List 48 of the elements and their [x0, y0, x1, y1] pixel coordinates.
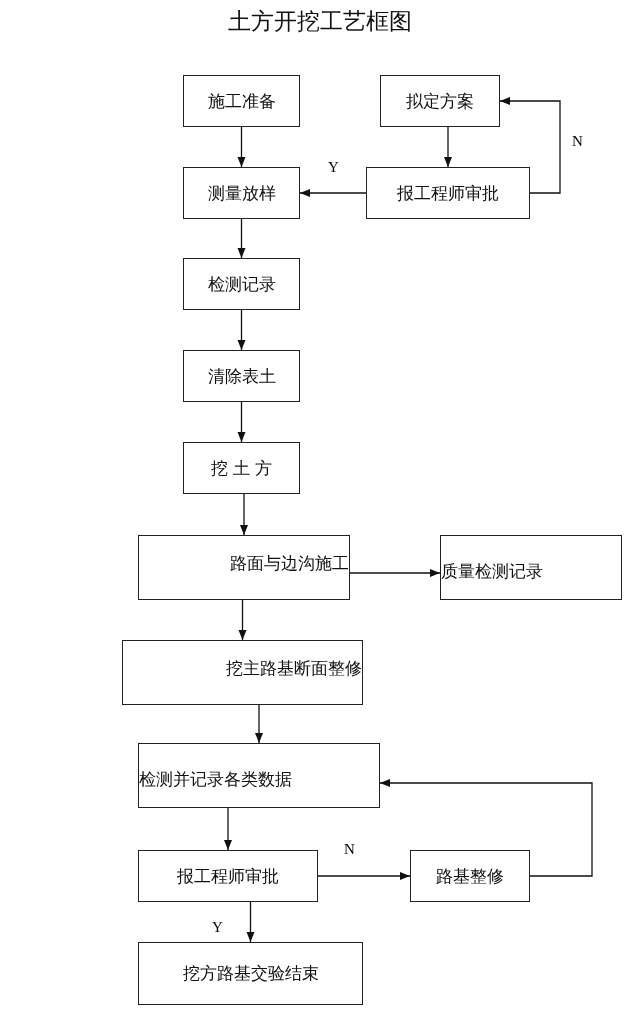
process-box: [138, 850, 318, 902]
edge-label: N: [344, 842, 355, 857]
process-box: [380, 75, 500, 127]
process-box: [138, 535, 350, 600]
arrow: [499, 96, 561, 194]
edge-label: Y: [328, 160, 339, 175]
arrow: [299, 188, 367, 198]
process-box: [183, 442, 300, 494]
arrow: [254, 704, 264, 744]
arrow: [237, 218, 246, 259]
arrow: [317, 871, 411, 881]
step-text: 检测并记录各类数据: [139, 768, 292, 791]
diagram-title: 土方开挖工艺框图: [228, 8, 412, 34]
arrow: [237, 401, 246, 443]
edge-label: Y: [212, 920, 223, 935]
arrow: [443, 126, 453, 168]
step-text: 路面与边沟施工: [230, 552, 349, 575]
step-text: 检测记录: [207, 272, 276, 296]
step-text: 挖 土 方: [210, 456, 273, 480]
step-text: 报工程师审批: [177, 864, 279, 888]
process-box: [138, 743, 380, 808]
arrow: [246, 901, 255, 943]
step-text: 测量放样: [207, 181, 276, 205]
process-box: [183, 75, 300, 127]
arrow: [237, 309, 246, 351]
step-text: 施工准备: [207, 89, 276, 113]
process-box: [183, 350, 300, 402]
step-text: 报工程师审批: [397, 181, 499, 205]
arrow: [238, 599, 247, 641]
step-text: 清除表土: [207, 364, 276, 388]
process-box: [138, 942, 363, 1005]
arrow: [379, 778, 593, 877]
arrow: [223, 807, 233, 851]
arrow: [239, 493, 249, 536]
process-box: [440, 535, 622, 600]
process-box: [122, 640, 363, 705]
process-box: [410, 850, 530, 902]
step-text: 质量检测记录: [441, 560, 543, 583]
arrow: [237, 126, 246, 168]
step-text: 路基整修: [436, 864, 504, 888]
step-text: 挖方路基交验结束: [182, 962, 319, 985]
process-box: [366, 167, 530, 219]
edge-label: N: [572, 134, 583, 149]
step-text: 挖主路基断面整修: [226, 657, 362, 680]
arrow: [349, 568, 441, 578]
process-box: [183, 167, 300, 219]
step-text: 拟定方案: [406, 89, 474, 113]
process-box: [183, 258, 300, 310]
